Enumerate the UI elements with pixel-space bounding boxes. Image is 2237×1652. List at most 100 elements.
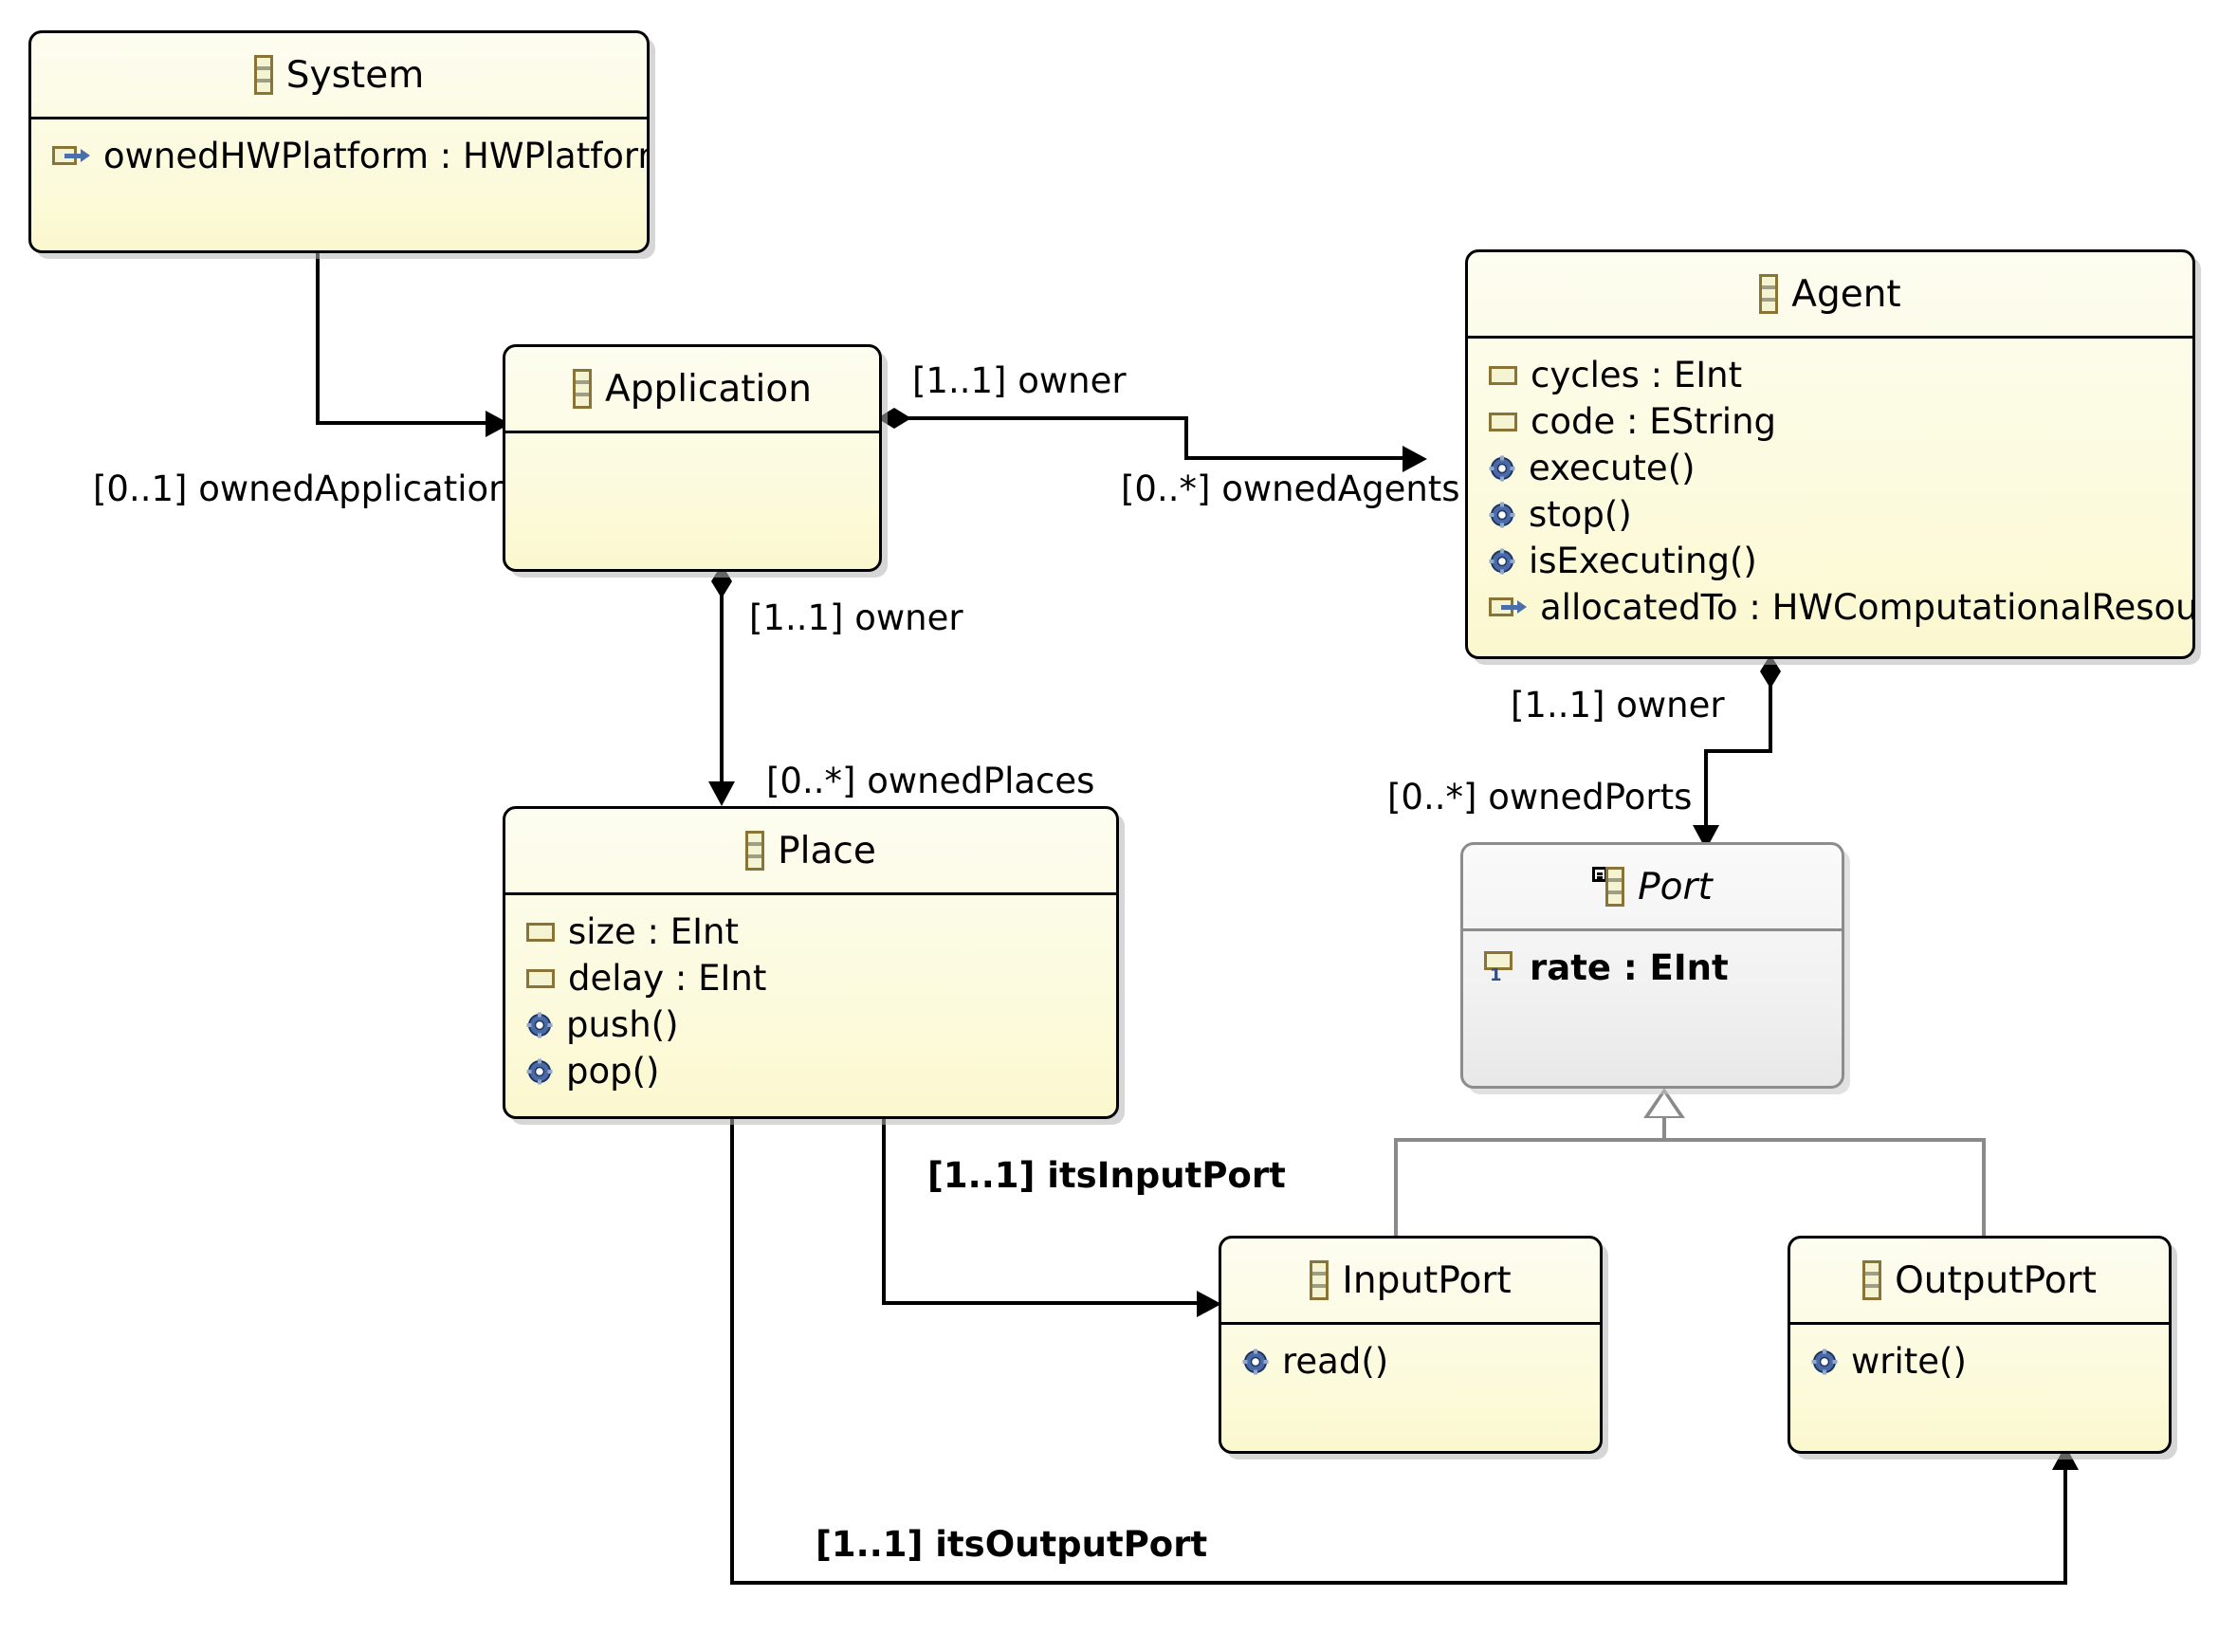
label-its-input-port: [1..1] itsInputPort (927, 1155, 1286, 1196)
attribute-icon (1489, 412, 1517, 431)
operation-icon (526, 1012, 553, 1038)
arrow-into-place (708, 781, 735, 806)
label-owned-ports: [0..*] ownedPorts (1387, 777, 1693, 817)
attribute-icon (526, 922, 555, 942)
class-separator (1468, 336, 2192, 339)
arrow-into-agent (1403, 446, 1427, 472)
class-operation[interactable]: push() (526, 1001, 1116, 1048)
operation-label: isExecuting() (1529, 541, 1757, 581)
class-members-agent: cycles : EInt code : EString (1468, 339, 2192, 640)
label-owner-place: [1..1] owner (749, 597, 963, 638)
class-title-system: System (31, 33, 647, 117)
class-title-place: Place (505, 809, 1116, 892)
attribute-multiplicity-icon: 1 (1484, 950, 1516, 985)
attribute-label: size : EInt (568, 911, 739, 952)
class-operation[interactable]: write() (1811, 1338, 2169, 1385)
operation-label: pop() (566, 1051, 660, 1092)
abstract-class-icon (1592, 867, 1625, 907)
attribute-label: delay : EInt (568, 958, 767, 999)
class-box-application[interactable]: Application (503, 344, 882, 572)
class-icon (745, 831, 765, 871)
label-its-output-port: [1..1] itsOutputPort (816, 1524, 1208, 1565)
operation-label: read() (1282, 1341, 1389, 1382)
edge-generalization-stem (1662, 1116, 1666, 1142)
multiplicity-label: 1 (1490, 964, 1502, 985)
class-box-place[interactable]: Place size : EInt delay : EInt (503, 806, 1119, 1119)
arrow-into-inputport (1197, 1291, 1221, 1317)
class-operation[interactable]: execute() (1489, 445, 2192, 491)
edge-agent-port-h (1704, 749, 1772, 753)
generalization-triangle-port (1643, 1088, 1685, 1118)
attribute-label: rate : EInt (1530, 947, 1729, 988)
class-box-system[interactable]: System ownedHWPlatform : HWPlatform (28, 30, 650, 253)
class-box-inputport[interactable]: InputPort read() (1219, 1236, 1603, 1454)
class-members-system: ownedHWPlatform : HWPlatform (31, 119, 647, 189)
class-attribute[interactable]: code : EString (1489, 398, 2192, 445)
class-title-outputport: OutputPort (1790, 1239, 2169, 1322)
class-icon (1759, 274, 1779, 314)
edge-generalization-outputport (1982, 1138, 1986, 1237)
operation-icon (1489, 455, 1515, 482)
class-attribute[interactable]: cycles : EInt (1489, 352, 2192, 398)
label-owner-agent: [1..1] owner (912, 360, 1127, 401)
edge-system-application-horizontal (316, 421, 505, 425)
class-members-place: size : EInt delay : EInt (505, 895, 1116, 1104)
edge-place-outputport-v2 (2063, 1465, 2067, 1583)
class-box-agent[interactable]: Agent cycles : EInt code : EString (1465, 249, 2195, 659)
class-box-outputport[interactable]: OutputPort write() (1788, 1236, 2172, 1454)
edge-agent-port-v1 (1769, 675, 1772, 753)
edge-generalization-inputport (1394, 1138, 1398, 1237)
class-title-inputport: InputPort (1221, 1239, 1600, 1322)
attribute-label: ownedHWPlatform : HWPlatform (103, 136, 650, 176)
operation-icon (1489, 502, 1515, 528)
edge-application-place-vertical (720, 584, 724, 789)
class-name-inputport: InputPort (1342, 1258, 1512, 1302)
edge-place-outputport-h (730, 1581, 2067, 1585)
attribute-label: code : EString (1531, 401, 1777, 442)
composition-diamond-agent-port (1760, 654, 1781, 688)
attribute-icon (526, 968, 555, 988)
class-operation[interactable]: stop() (1489, 491, 2192, 538)
edge-application-agent-v (1184, 416, 1188, 460)
class-title-port: Port (1463, 845, 1842, 928)
operation-icon (1811, 1349, 1838, 1375)
class-separator (505, 431, 879, 433)
class-operation[interactable]: read() (1242, 1338, 1600, 1385)
class-name-application: Application (605, 367, 812, 411)
edge-application-agent-h1 (908, 416, 1188, 420)
class-separator (505, 892, 1116, 895)
class-separator (1221, 1322, 1600, 1325)
attribute-label: cycles : EInt (1531, 355, 1743, 395)
attribute-label: allocatedTo : HWComputationalResource (1540, 587, 2195, 628)
operation-icon (526, 1058, 553, 1085)
class-title-agent: Agent (1468, 252, 2192, 336)
composition-diamond-application-place (711, 564, 732, 598)
class-members-outputport: write() (1790, 1325, 2169, 1394)
class-members-inputport: read() (1221, 1325, 1600, 1394)
class-operation[interactable]: isExecuting() (1489, 538, 2192, 584)
class-attribute[interactable]: allocatedTo : HWComputationalResource (1489, 584, 2192, 631)
operation-label: push() (566, 1004, 679, 1045)
operation-label: stop() (1529, 494, 1632, 535)
attribute-icon (1489, 365, 1517, 385)
class-separator (1463, 928, 1842, 931)
edge-application-agent-h2 (1184, 456, 1421, 460)
class-attribute[interactable]: delay : EInt (526, 955, 1116, 1001)
operation-icon (1489, 548, 1515, 575)
class-attribute[interactable]: size : EInt (526, 909, 1116, 955)
class-icon (253, 55, 273, 95)
reference-icon (52, 145, 90, 167)
class-box-port[interactable]: Port 1 rate : EInt (1460, 842, 1844, 1089)
class-icon (1310, 1260, 1329, 1300)
operation-icon (1242, 1349, 1269, 1375)
class-operation[interactable]: pop() (526, 1048, 1116, 1094)
class-members-application (505, 433, 879, 456)
label-owner-port: [1..1] owner (1511, 685, 1725, 725)
operation-label: write() (1851, 1341, 1967, 1382)
class-attribute[interactable]: ownedHWPlatform : HWPlatform (52, 133, 647, 179)
label-owned-application: [0..1] ownedApplication (93, 468, 511, 509)
edge-place-inputport-v (882, 1117, 886, 1305)
edge-place-outputport-v1 (730, 1117, 734, 1585)
class-attribute[interactable]: 1 rate : EInt (1484, 945, 1842, 991)
